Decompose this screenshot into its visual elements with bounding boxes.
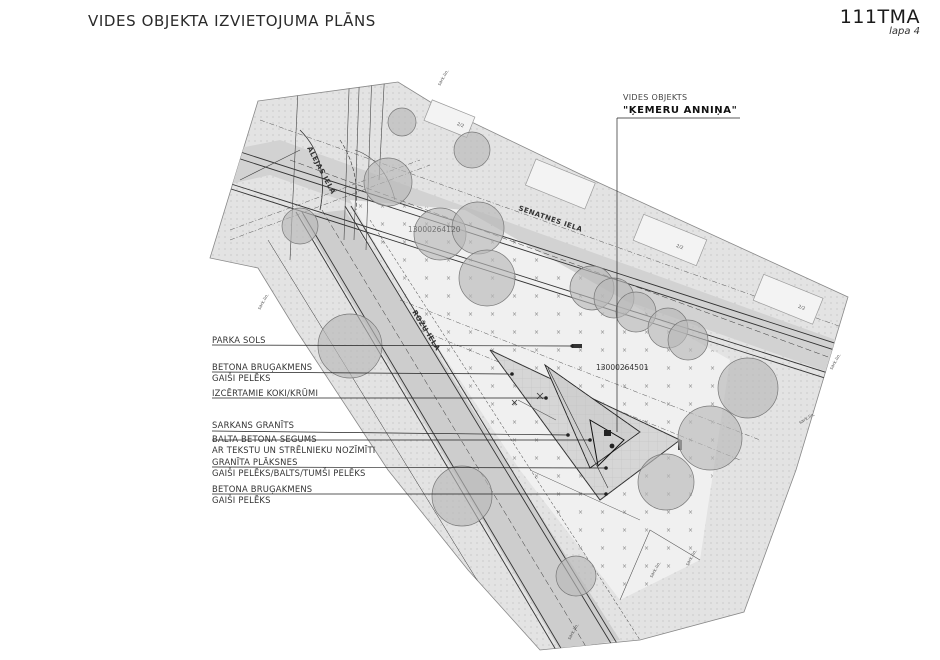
project-code: 111TMA xyxy=(839,6,920,28)
building-3-label: 2/2 xyxy=(456,121,465,129)
parcel-number-a: 13000264501 xyxy=(596,363,649,372)
rozu-street xyxy=(300,210,620,650)
object-callout: VIDES OBJEKTS "ĶEMERU ANNIŅA" xyxy=(616,93,740,432)
sheet-code-block: 111TMA lapa 4 xyxy=(840,6,920,37)
legend-granite-slabs-colors: GAIŠI PELĒKS/BALTS/TUMŠI PELĒKS xyxy=(212,467,366,478)
legend-leaders xyxy=(211,344,607,495)
buildings: 2/2 2/2 2/2 xyxy=(423,99,824,325)
sheet-number: lapa 4 xyxy=(889,26,920,37)
trees xyxy=(281,107,779,597)
legend-leader-dots xyxy=(510,344,608,496)
legend-white-concrete: BALTA BETONA SEGUMS xyxy=(212,434,317,444)
legend-concrete-paving-1: BETONA BRUĢAKMENS xyxy=(212,362,312,373)
object-name: "ĶEMERU ANNIŅA" xyxy=(623,105,737,116)
monument-marker xyxy=(604,430,611,436)
legend-white-concrete-detail: AR TEKSTU UN STRĒLNIEKU NOZĪMĪTI xyxy=(212,445,375,455)
monument-point xyxy=(609,443,615,449)
senatnes-street-lines xyxy=(227,147,848,387)
parcel-number-b: 13000264120 xyxy=(408,225,461,234)
legend-park-bench: PARKA SOLS xyxy=(212,335,266,345)
building-2-label: 2/2 xyxy=(797,304,806,312)
svg-text:sark.lin.: sark.lin. xyxy=(257,293,271,311)
park-bench-marker xyxy=(572,344,582,348)
legend-concrete-paving-2: BETONA BRUĢAKMENS xyxy=(212,484,312,495)
legend-granite-slabs: GRANĪTA PLĀKSNES xyxy=(212,457,298,467)
legend-concrete-paving-2-color: GAIŠI PELĒKS xyxy=(212,494,271,505)
legend-trees-removed: IZCĒRTAMIE KOKI/KRŪMI xyxy=(212,388,318,398)
alejas-street-curve xyxy=(299,129,323,211)
legend-concrete-paving-1-color: GAIŠI PELĒKS xyxy=(212,372,271,383)
svg-text:sark.lin.: sark.lin. xyxy=(437,69,451,87)
legend-red-granite: SARKANS GRANĪTS xyxy=(212,420,294,430)
legend-labels: PARKA SOLS BETONA BRUĢAKMENS GAIŠI PELĒK… xyxy=(212,335,375,505)
page-title: VIDES OBJEKTA IZVIETOJUMA PLĀNS xyxy=(88,12,376,30)
object-caption: VIDES OBJEKTS xyxy=(623,93,687,102)
building-1-label: 2/2 xyxy=(675,243,684,251)
